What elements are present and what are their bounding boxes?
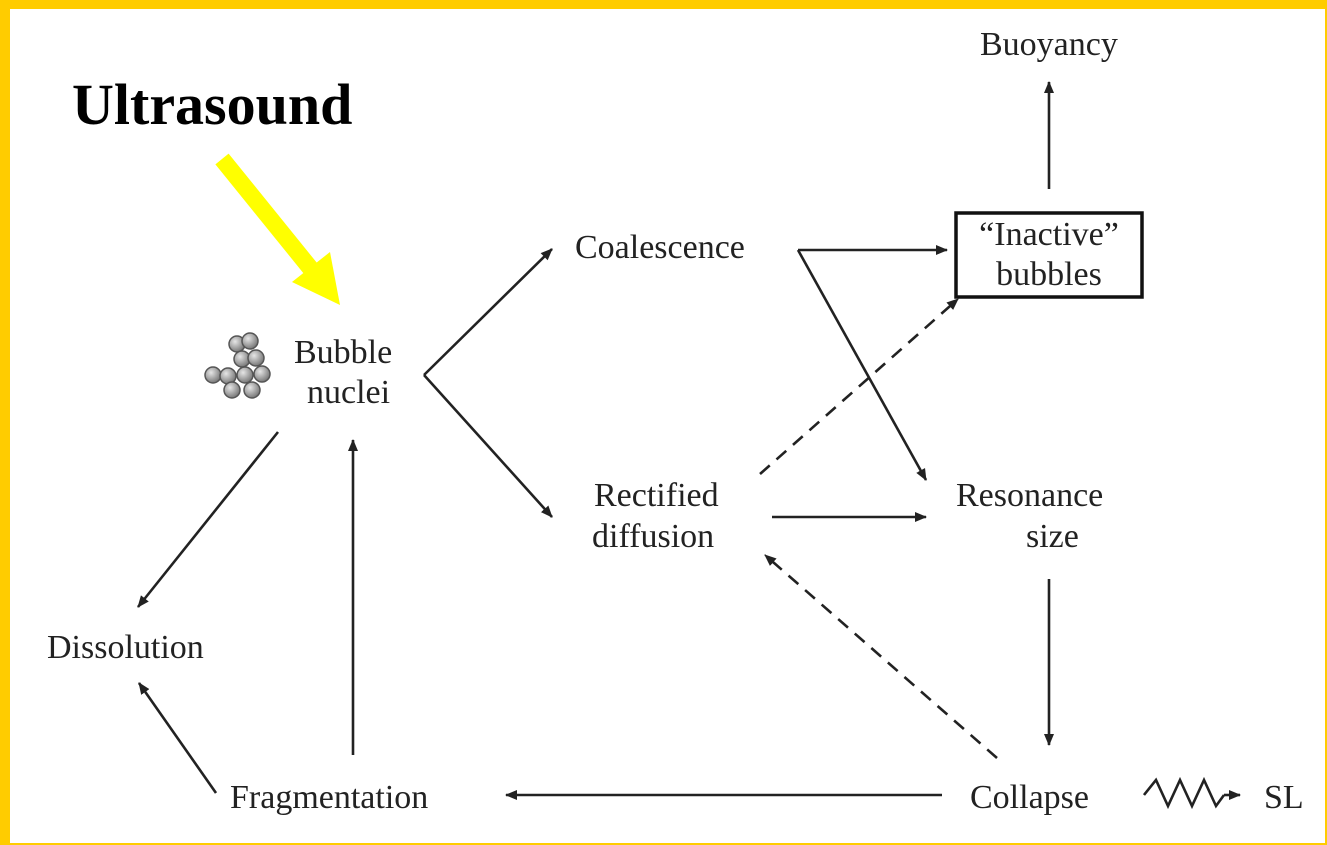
buoyancy-label: Buoyancy (980, 26, 1118, 63)
arrow-nuclei-to-dissolution (136, 431, 280, 608)
dissolution-label: Dissolution (47, 629, 204, 666)
inactive-bubbles-box (954, 211, 1144, 299)
bubble-nuclei-label-line1: Bubble (294, 334, 392, 371)
ultrasound-arrow (215, 153, 340, 305)
sl-label: SL (1264, 779, 1304, 816)
collapse-label: Collapse (970, 779, 1089, 816)
dashed-arrow-collapse-to-rectified (764, 554, 998, 759)
arrow-nuclei-to-coalescence (423, 248, 553, 376)
cavitation-diagram: Ultrasound Buoyancy “Inactive” bubbles C… (47, 26, 1304, 816)
bubble-nuclei-label-line2: nuclei (307, 374, 390, 411)
rectified-diffusion-label-line2: diffusion (592, 518, 714, 555)
arrow-nuclei-to-rectified (423, 374, 553, 518)
dashed-arrow-rectified-to-inactive (759, 298, 959, 475)
coalescence-label: Coalescence (575, 229, 745, 266)
resonance-size-label-line2: size (1026, 518, 1079, 555)
arrow-coalescence-to-resonance (796, 249, 928, 481)
arrow-fragmentation-to-dissolution (137, 682, 218, 794)
rectified-diffusion-label-line1: Rectified (594, 477, 719, 514)
resonance-size-label-line1: Resonance (956, 477, 1103, 514)
bubble-cluster-icon (204, 332, 271, 399)
inactive-label-line1: “Inactive” (979, 216, 1119, 253)
fragmentation-label: Fragmentation (230, 779, 428, 816)
title-ultrasound: Ultrasound (72, 72, 352, 137)
inactive-label-line2: bubbles (996, 256, 1102, 293)
wave-icon (1142, 776, 1226, 810)
